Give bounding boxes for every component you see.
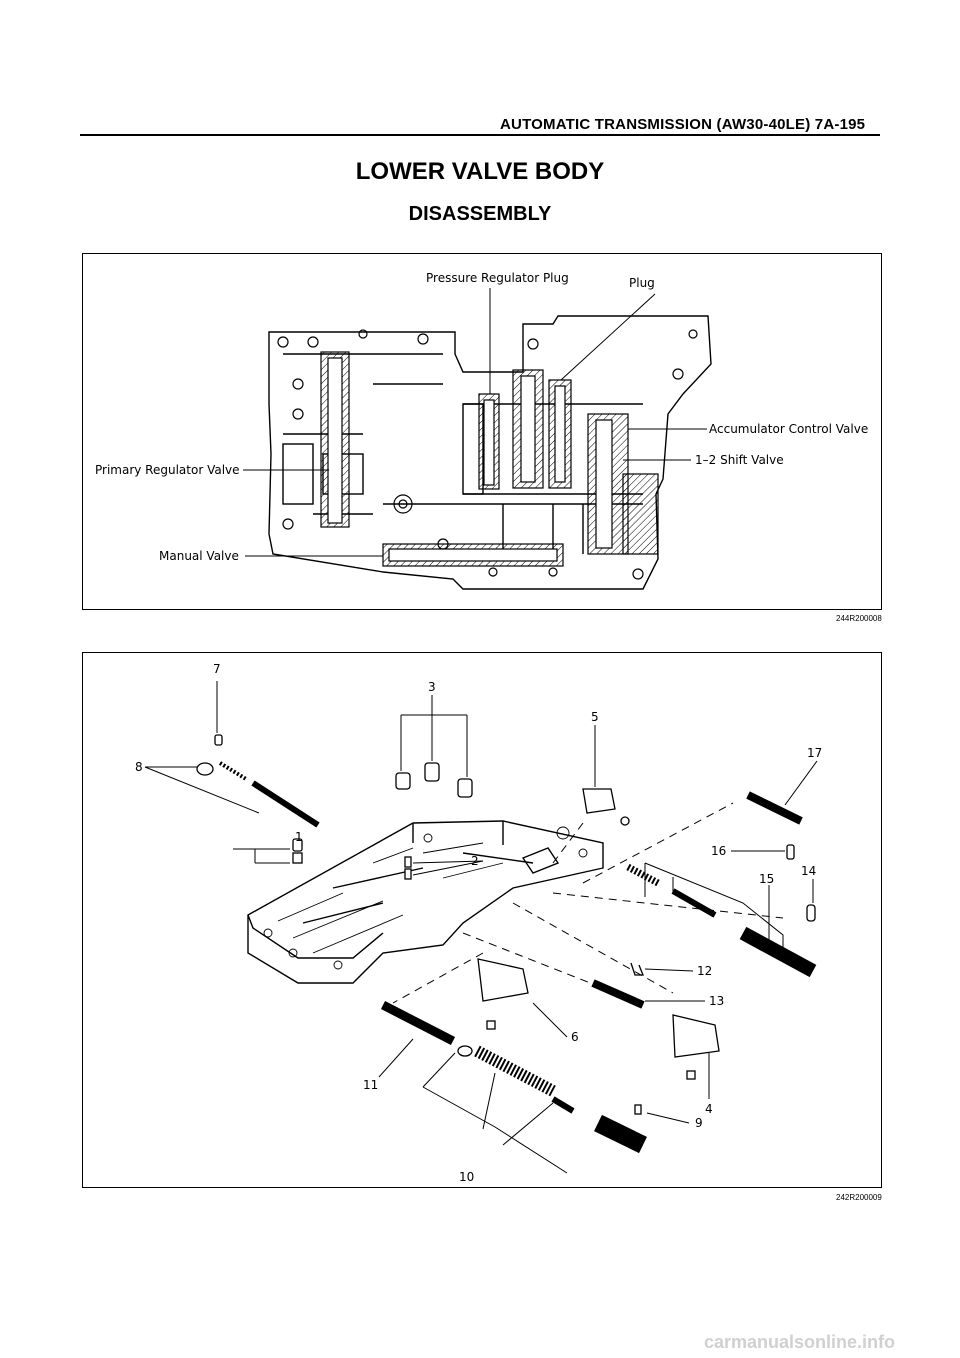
lower-valve-body-figure: Pressure Regulator Plug Plug Accumulator… — [82, 253, 882, 610]
exploded-view-figure: 1 2 3 4 5 6 7 8 9 10 11 12 13 14 15 16 1… — [82, 652, 882, 1188]
label-manual-valve: Manual Valve — [159, 549, 239, 563]
callout-16: 16 — [711, 844, 726, 858]
callout-12: 12 — [697, 964, 712, 978]
callout-2: 2 — [471, 854, 479, 868]
label-1-2-shift-valve: 1–2 Shift Valve — [695, 453, 784, 467]
header-rule — [80, 134, 880, 136]
callout-5: 5 — [591, 710, 599, 724]
callout-4: 4 — [705, 1102, 713, 1116]
figure1-code: 244R200008 — [836, 614, 882, 623]
footer-watermark: carmanualsonline.info — [704, 1332, 896, 1352]
callout-11: 11 — [363, 1078, 378, 1092]
figure2-code: 242R200009 — [836, 1193, 882, 1202]
page-header-title: AUTOMATIC TRANSMISSION (AW30-40LE) 7A-19… — [500, 116, 866, 133]
callout-13: 13 — [709, 994, 724, 1008]
callout-8: 8 — [135, 760, 143, 774]
section-title: LOWER VALVE BODY — [355, 158, 605, 185]
callout-6: 6 — [571, 1030, 579, 1044]
callouts: 1 2 3 4 5 6 7 8 9 10 11 12 13 14 15 16 1… — [135, 662, 822, 1184]
callout-15: 15 — [759, 872, 774, 886]
callout-10: 10 — [459, 1170, 474, 1184]
callout-9: 9 — [695, 1116, 703, 1130]
label-plug: Plug — [629, 276, 655, 290]
callout-1: 1 — [295, 830, 303, 844]
label-pressure-regulator-plug: Pressure Regulator Plug — [426, 271, 569, 285]
callout-17: 17 — [807, 746, 822, 760]
sub-title: DISASSEMBLY — [408, 203, 552, 225]
valve-body-drawing: Pressure Regulator Plug Plug Accumulator… — [95, 271, 868, 590]
callout-7: 7 — [213, 662, 221, 676]
callout-14: 14 — [801, 864, 816, 878]
label-primary-regulator-valve: Primary Regulator Valve — [95, 463, 240, 477]
callout-3: 3 — [428, 680, 436, 694]
label-accumulator-control-valve: Accumulator Control Valve — [709, 422, 868, 436]
exploded-drawing: 1 2 3 4 5 6 7 8 9 10 11 12 13 14 15 16 1… — [135, 662, 822, 1184]
